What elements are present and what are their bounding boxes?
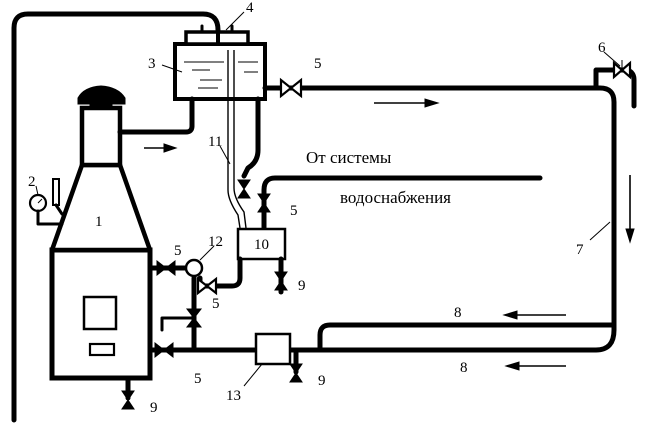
label-6: 6: [598, 40, 606, 56]
label-9-boiler: 9: [150, 400, 158, 416]
leader-6: [603, 51, 621, 67]
gauge-pipe: [36, 209, 64, 226]
label-4: 4: [246, 0, 254, 16]
water-supply-text-1: От системы: [306, 148, 392, 167]
drain-valve-9-unit10[interactable]: [274, 271, 288, 291]
label-12: 12: [208, 234, 223, 250]
leader-4: [225, 11, 245, 31]
label-13: 13: [226, 388, 241, 404]
boiler-hood: [49, 162, 153, 253]
label-8-lower: 8: [460, 360, 468, 376]
drain-valve-9-boiler[interactable]: [121, 390, 135, 410]
label-1: 1: [95, 214, 103, 230]
leader-11: [219, 145, 231, 165]
valve-5-bypass[interactable]: [185, 308, 203, 328]
flow-arrow-supply: [144, 143, 178, 153]
drain-valve-9-return[interactable]: [289, 363, 303, 383]
tank-drain-pipe: [241, 96, 261, 179]
boiler: [49, 85, 153, 381]
boiler-chimney: [79, 105, 123, 168]
overflow-pipe: [11, 11, 221, 423]
label-9-return: 9: [318, 373, 326, 389]
bypass-stub: [160, 316, 196, 332]
thermometer: [52, 178, 60, 206]
leader-7: [589, 221, 611, 241]
label-5-supply: 5: [314, 56, 322, 72]
expansion-tank: [173, 24, 267, 101]
valve-11[interactable]: [237, 179, 251, 199]
flow-arrow-main: [374, 98, 440, 108]
valve-5-boiler-lower[interactable]: [154, 341, 174, 359]
label-5-unit10: 5: [290, 203, 298, 219]
flow-arrow-return-upper: [502, 310, 566, 320]
tee-12: [184, 258, 204, 278]
label-3: 3: [148, 56, 156, 72]
thermometer-stem: [54, 203, 64, 216]
unit-10-box: [236, 227, 287, 261]
label-11: 11: [208, 134, 222, 150]
pipe-11-right: [233, 99, 247, 229]
water-supply-pipe: [261, 175, 543, 233]
main-riser-loop: [262, 85, 617, 353]
flow-arrow-return-lower: [504, 361, 566, 371]
pipe-11-left: [227, 99, 241, 229]
label-5-bypass: 5: [212, 296, 220, 312]
gauge-needle: [37, 198, 43, 204]
supply-pipe: [117, 96, 195, 135]
label-9-unit10: 9: [298, 278, 306, 294]
valve-6-air[interactable]: [612, 60, 632, 80]
label-8-upper: 8: [454, 305, 462, 321]
leader-2: [35, 185, 39, 196]
valve-5-supply[interactable]: [279, 77, 303, 99]
water-supply-text-2: водоснабжения: [340, 188, 451, 207]
leader-12: [199, 245, 215, 261]
valve-5-boiler-upper[interactable]: [156, 259, 176, 277]
valve-5-link[interactable]: [196, 276, 218, 296]
unit-13-box: [254, 332, 292, 366]
leader-13: [243, 363, 263, 387]
flow-arrow-riser: [625, 175, 635, 244]
label-2: 2: [28, 174, 36, 190]
return-upper-pipe: [317, 322, 617, 353]
leader-3: [161, 64, 183, 73]
label-5-boiler-upper: 5: [174, 243, 182, 259]
chimney-cap: [77, 85, 126, 105]
label-7: 7: [576, 242, 584, 258]
label-5-boiler-lower: 5: [194, 371, 202, 387]
label-10: 10: [254, 237, 269, 253]
boiler-ash-door: [88, 342, 116, 357]
chimney-cap-base: [89, 101, 113, 109]
unit-10-outlet: [217, 256, 243, 289]
pressure-gauge: [28, 178, 64, 226]
boiler-door: [82, 295, 118, 331]
valve-5-unit10[interactable]: [257, 193, 271, 213]
